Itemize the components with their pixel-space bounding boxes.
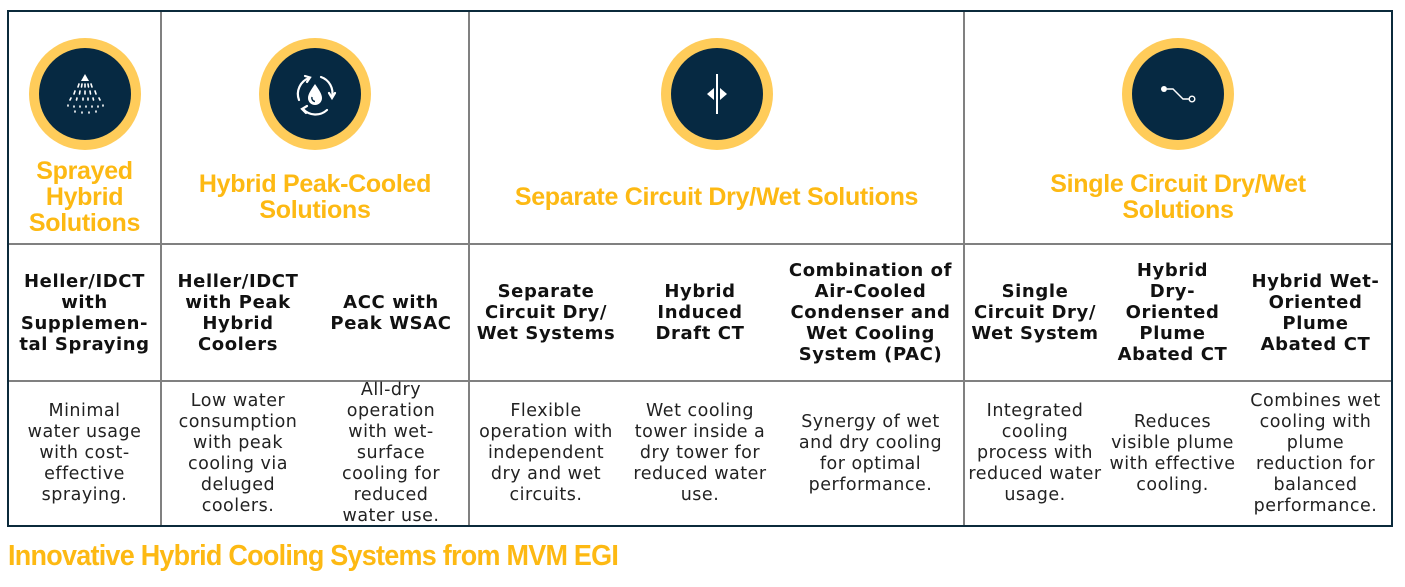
system-description-cell: Combines wet cooling with plume reductio… bbox=[1240, 382, 1391, 525]
system-name: Heller/IDCT with Peak Hybrid Coolers bbox=[177, 270, 299, 355]
system-description: Low water consumption with peak cooling … bbox=[178, 390, 298, 516]
system-description: Integrated cooling process with reduced … bbox=[968, 401, 1102, 505]
icon-badge bbox=[1122, 38, 1234, 150]
split-arrows-icon bbox=[706, 74, 727, 114]
row-divider bbox=[9, 243, 1391, 245]
spray-nozzle-icon bbox=[66, 74, 104, 114]
system-description: All-dry operation with wet-surface cooli… bbox=[341, 380, 441, 526]
page-title: Innovative Hybrid Cooling Systems from M… bbox=[8, 540, 619, 572]
system-description-cell: Wet cooling tower inside a dry tower for… bbox=[622, 382, 778, 525]
system-name-cell: Hybrid Wet-Oriented Plume Abated CT bbox=[1240, 245, 1391, 380]
system-description-cell: All-dry operation with wet-surface cooli… bbox=[314, 380, 468, 526]
circuit-path-icon bbox=[1161, 86, 1196, 103]
system-description: Reduces visible plume with effective coo… bbox=[1109, 411, 1236, 495]
group-header-separate-circuit: Separate Circuit Dry/Wet Solutions bbox=[470, 12, 963, 243]
system-description-cell: Minimal water usage with cost-effective … bbox=[9, 382, 160, 525]
system-description-cell: Integrated cooling process with reduced … bbox=[965, 382, 1105, 525]
system-name-cell: Hybrid Dry-Oriented Plume Abated CT bbox=[1105, 245, 1240, 380]
group-header-sprayed: Sprayed Hybrid Solutions bbox=[9, 12, 160, 243]
system-description-cell: Flexible operation with independent dry … bbox=[470, 382, 622, 525]
system-description: Minimal water usage with cost-effective … bbox=[27, 401, 142, 505]
system-name: ACC with Peak WSAC bbox=[330, 291, 452, 334]
group-title: Sprayed Hybrid Solutions bbox=[28, 156, 141, 237]
comparison-table-frame bbox=[7, 10, 1393, 527]
group-header-single-circuit: Single Circuit Dry/Wet Solutions bbox=[965, 12, 1391, 243]
group-title: Separate Circuit Dry/Wet Solutions bbox=[514, 182, 919, 211]
column-divider bbox=[160, 12, 162, 525]
system-description: Combines wet cooling with plume reductio… bbox=[1250, 390, 1381, 516]
column-divider bbox=[468, 12, 470, 525]
system-name: Hybrid Wet-Oriented Plume Abated CT bbox=[1251, 270, 1380, 355]
system-name: Combination of Air-Cooled Condenser and … bbox=[788, 260, 953, 365]
icon-badge bbox=[259, 38, 371, 150]
system-name-cell: Heller/IDCT with Supplemen-tal Spraying bbox=[9, 245, 160, 380]
system-name-cell: ACC with Peak WSAC bbox=[314, 245, 468, 380]
system-name-cell: Heller/IDCT with Peak Hybrid Coolers bbox=[162, 245, 314, 380]
system-description: Flexible operation with independent dry … bbox=[479, 401, 613, 505]
system-description-cell: Reduces visible plume with effective coo… bbox=[1105, 382, 1240, 525]
system-name: Single Circuit Dry/ Wet System bbox=[971, 281, 1099, 344]
group-header-peak-cooled: Hybrid Peak-Cooled Solutions bbox=[162, 12, 468, 243]
system-name-cell: Combination of Air-Cooled Condenser and … bbox=[778, 245, 963, 380]
system-name: Hybrid Dry-Oriented Plume Abated CT bbox=[1117, 260, 1228, 365]
group-title: Single Circuit Dry/Wet Solutions bbox=[1050, 169, 1306, 224]
row-divider bbox=[9, 380, 1391, 382]
system-name-cell: Hybrid Induced Draft CT bbox=[622, 245, 778, 380]
water-recycle-icon bbox=[296, 74, 337, 116]
system-description-cell: Synergy of wet and dry cooling for optim… bbox=[778, 382, 963, 525]
system-name-cell: Single Circuit Dry/ Wet System bbox=[965, 245, 1105, 380]
system-name-cell: Separate Circuit Dry/ Wet Systems bbox=[470, 245, 622, 380]
group-title: Hybrid Peak-Cooled Solutions bbox=[198, 169, 432, 224]
system-description: Wet cooling tower inside a dry tower for… bbox=[633, 401, 767, 505]
icon-badge bbox=[28, 38, 141, 150]
system-name: Heller/IDCT with Supplemen-tal Spraying bbox=[19, 270, 150, 355]
system-name: Separate Circuit Dry/ Wet Systems bbox=[476, 281, 616, 344]
system-description: Synergy of wet and dry cooling for optim… bbox=[798, 411, 943, 495]
system-description-cell: Low water consumption with peak cooling … bbox=[162, 382, 314, 525]
icon-badge bbox=[660, 38, 773, 150]
column-divider bbox=[963, 12, 965, 525]
system-name: Hybrid Induced Draft CT bbox=[655, 281, 745, 344]
